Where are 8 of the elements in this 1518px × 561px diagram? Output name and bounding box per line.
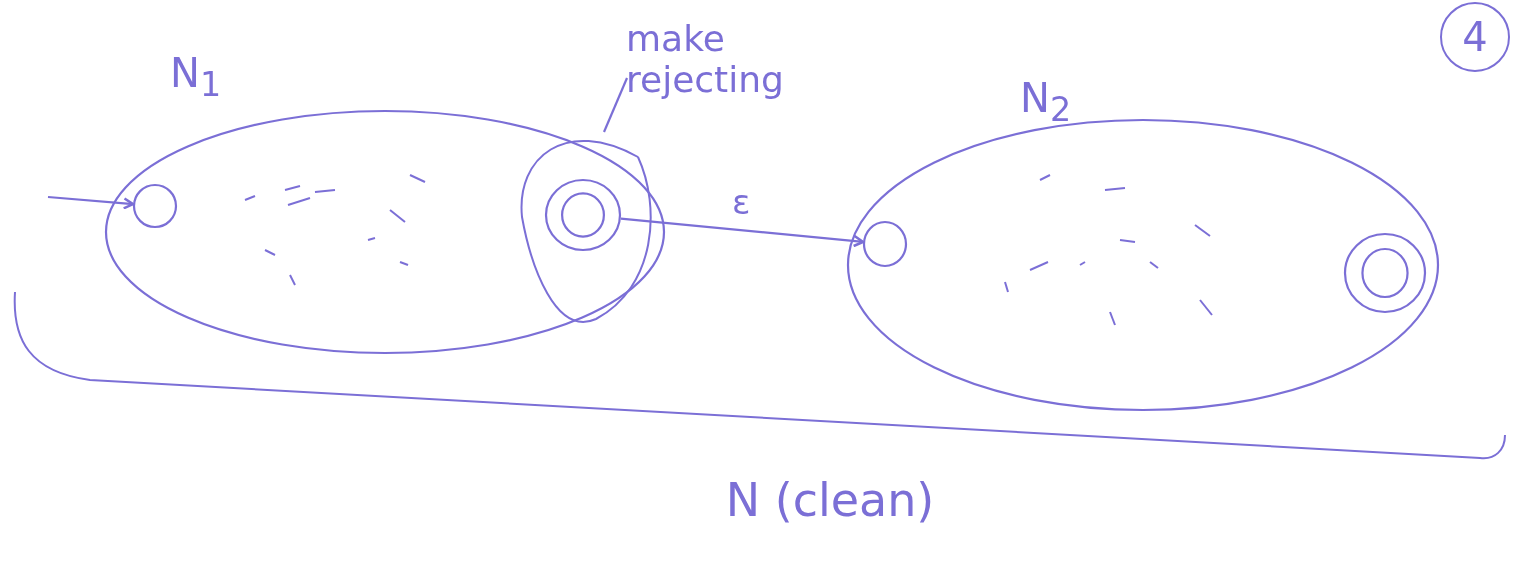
automaton-name: N$_{2}$ xyxy=(1020,78,1072,127)
automaton-name: N (clean) xyxy=(724,472,936,529)
arrow xyxy=(47,195,135,210)
arrow xyxy=(620,217,865,248)
annotation-text: make rejecting xyxy=(626,18,785,101)
automaton-name: N$_{1}$ xyxy=(170,53,222,102)
leader-line xyxy=(603,77,628,133)
page-number: 4 xyxy=(1440,2,1510,72)
